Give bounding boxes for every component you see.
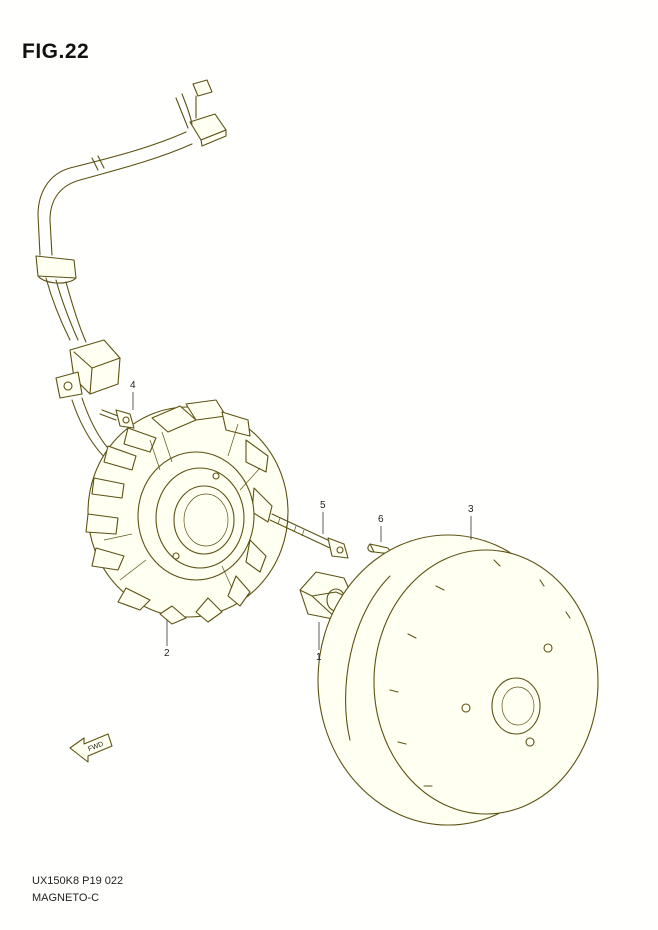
callout-label: 2 bbox=[164, 648, 170, 659]
figure-code: UX150K8 P19 022 bbox=[32, 875, 124, 887]
callout-6: 6 bbox=[378, 514, 384, 542]
pickup-sensor bbox=[55, 339, 121, 399]
callout-3: 3 bbox=[468, 504, 474, 540]
callout-1: 1 bbox=[316, 622, 322, 663]
callout-label: 5 bbox=[320, 500, 326, 511]
wiring-harness bbox=[35, 79, 227, 471]
callout-label: 6 bbox=[378, 514, 384, 525]
stator-poles bbox=[85, 399, 273, 625]
callouts: 4 5 6 3 2 1 bbox=[130, 380, 474, 663]
flywheel-rotor bbox=[317, 534, 599, 826]
sensor-screw bbox=[99, 409, 135, 429]
stator-coil bbox=[85, 399, 289, 625]
harness-connector bbox=[175, 79, 227, 147]
callout-label: 3 bbox=[468, 504, 474, 515]
callout-label: 4 bbox=[130, 380, 136, 391]
figure-name: MAGNETO-C bbox=[32, 892, 100, 904]
callout-2: 2 bbox=[164, 620, 170, 659]
forward-arrow-icon: FWD bbox=[69, 733, 113, 763]
callout-5: 5 bbox=[320, 500, 326, 534]
flywheel-bolt bbox=[269, 513, 349, 559]
callout-4: 4 bbox=[130, 380, 136, 410]
figure-title: FIG.22 bbox=[22, 40, 90, 63]
callout-label: 1 bbox=[316, 652, 322, 663]
